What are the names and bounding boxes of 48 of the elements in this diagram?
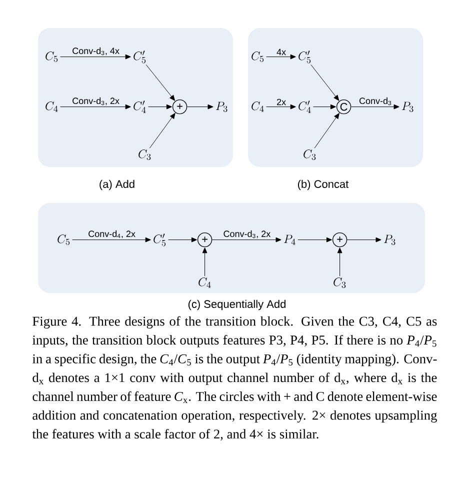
symbol-label: $C_3$ — [304, 150, 316, 160]
arrow — [266, 104, 296, 110]
symbol-label: $C'_5$ — [134, 50, 146, 64]
symbol-label: $P_3$ — [216, 102, 228, 112]
symbol-label: $C_3$ — [334, 278, 346, 288]
arrow — [146, 64, 176, 101]
symbol-label: $C_4$ — [198, 278, 211, 288]
arrow — [298, 237, 332, 242]
symbol-label: $P_3$ — [384, 234, 396, 245]
arrow — [212, 237, 282, 242]
symbol-label: $C'_5$ — [154, 234, 166, 246]
symbol-label: $C'_5$ — [298, 50, 311, 64]
symbol-label: $C_5$ — [46, 52, 58, 62]
symbol-label: $C_4$ — [252, 102, 264, 112]
arrow — [186, 104, 214, 110]
symbol-label: $P_4$ — [284, 234, 296, 245]
edge-label: Conv-d$_{3}$ — [359, 97, 392, 106]
arrow — [72, 237, 151, 242]
arrow — [202, 248, 208, 276]
symbol-label: $C_5$ — [58, 234, 70, 245]
arrow — [60, 104, 131, 110]
arrow — [168, 237, 198, 242]
symbol-label: $C_4$ — [46, 102, 58, 112]
arrow — [149, 113, 176, 148]
panel-caption: (a) Add — [100, 180, 134, 190]
arrow — [313, 104, 336, 110]
arrow — [148, 104, 172, 110]
edge-label: Conv-d$_{4}$, 2x — [88, 230, 136, 238]
edge-label: 2x — [277, 98, 286, 106]
symbol-label: $C'_4$ — [298, 100, 311, 113]
symbol-label: $C_3$ — [138, 150, 151, 160]
arrow — [346, 237, 382, 242]
figure-caption: Figure 4. Three designs of the transition block. Given the C3, C4, C5 as inputs, the transition block outputs features P3, P4, P5. If there is no P$_{4}$/P$_{5}$ in a specific design, the C$_{4}$/C$_{5}$ is the output P$_{4}$/P$_{5}$ (identity mapping). Conv-d$_{x}$ denotes a 1×1 conv with output channel number of d$_{x}$, where d$_{x}$ is the channel number of feature C$_{x}$. The circles with + and C denote element-wise addition and concatenation operation, respectively. 2× denotes upsampling the features with a scale factor of 2, and 4× is similar. — [32, 316, 437, 440]
arrow — [310, 64, 340, 101]
panel-caption: (b) Concat — [298, 180, 349, 190]
symbol-label: $C'_4$ — [134, 100, 146, 113]
edge-label: Conv-d$_{3}$, 2x — [72, 97, 120, 106]
edge-label: Conv-d$_{3}$, 4x — [72, 47, 120, 56]
symbol-label: $C_5$ — [252, 52, 264, 62]
arrow — [337, 248, 342, 276]
panel-caption: (c) Sequentially Add — [188, 300, 286, 310]
edge-label: Conv-d$_{3}$, 2x — [224, 230, 271, 238]
symbol-label: $P_3$ — [402, 102, 414, 112]
arrow — [60, 54, 131, 60]
edge-label: 4x — [276, 48, 286, 56]
arrow — [314, 113, 340, 148]
arrow — [350, 104, 400, 110]
arrow — [266, 54, 296, 60]
